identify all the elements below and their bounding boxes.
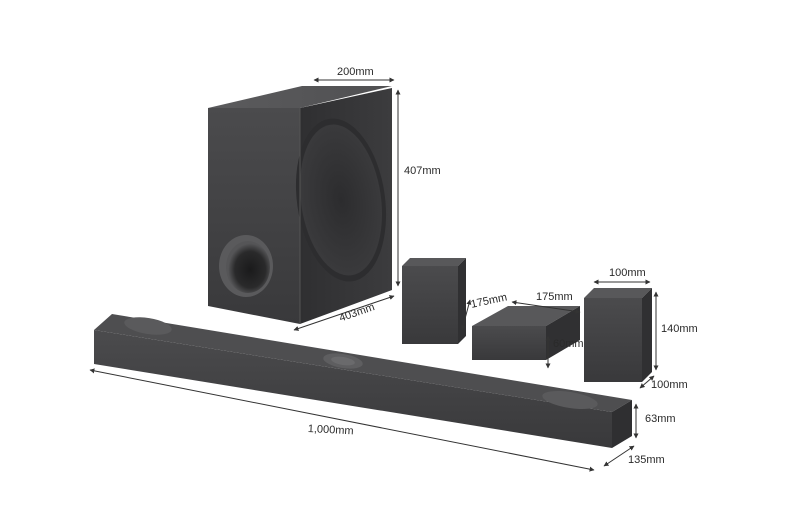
- rear-speaker-left: [402, 258, 466, 344]
- wireless-receiver-unit: [472, 306, 580, 360]
- right-speaker-height-label: 140mm: [661, 323, 698, 335]
- right-speaker-depth-label: 100mm: [651, 379, 688, 391]
- soundbar-height-label: 63mm: [645, 413, 676, 425]
- subwoofer-width-label: 200mm: [337, 66, 374, 78]
- rear-speaker-right: [584, 288, 652, 382]
- dimension-lines: [89, 77, 659, 472]
- soundbar-width-label: 1,000mm: [307, 423, 354, 438]
- center-unit-width-label: 175mm: [536, 291, 573, 303]
- center-unit-height-label: 60mm: [553, 338, 584, 350]
- right-speaker-width-label: 100mm: [609, 267, 646, 279]
- subwoofer: [208, 86, 392, 324]
- soundbar-depth-label: 135mm: [628, 454, 665, 466]
- subwoofer-height-label: 407mm: [404, 165, 441, 177]
